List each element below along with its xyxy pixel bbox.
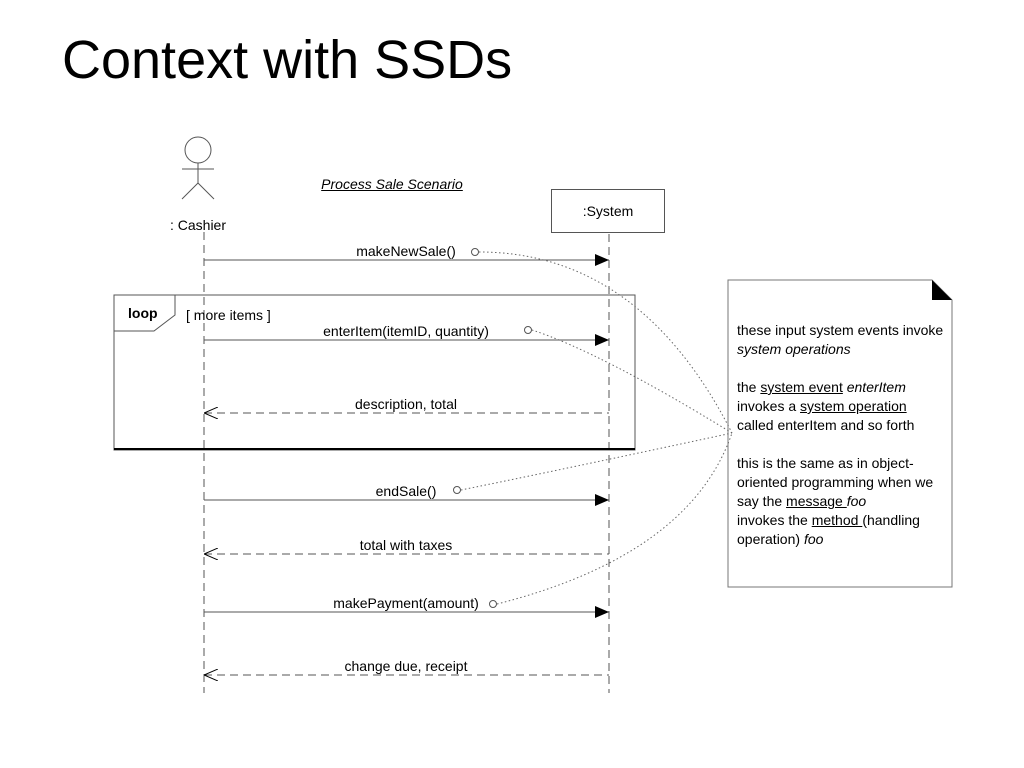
note-paragraph-3: this is the same as in object-oriented p… <box>737 455 934 547</box>
scenario-title: Process Sale Scenario <box>321 176 463 192</box>
message-label-6: makePayment(amount) <box>333 595 479 611</box>
message-label-2: enterItem(itemID, quantity) <box>323 323 489 339</box>
loop-keyword: loop <box>128 305 158 321</box>
message-anchor-circles <box>453 248 532 608</box>
actor-label: : Cashier <box>169 217 227 233</box>
message-label-3: description, total <box>355 396 457 412</box>
note-paragraph-1: these input system events invoke system … <box>737 322 944 357</box>
loop-guard: [ more items ] <box>186 307 271 323</box>
loop-fragment <box>113 294 636 451</box>
message-label-7: change due, receipt <box>344 658 468 674</box>
system-lifeline-box: :System <box>551 189 665 233</box>
message-label-1: makeNewSale() <box>356 243 456 259</box>
page-title: Context with SSDs <box>62 30 513 90</box>
note-text: these input system events invoke system … <box>737 321 949 568</box>
note-connectors <box>460 251 733 605</box>
message-label-4: endSale() <box>375 483 437 499</box>
cashier-actor-icon <box>181 136 215 200</box>
message-label-5: total with taxes <box>359 537 453 553</box>
note-box <box>727 279 953 588</box>
